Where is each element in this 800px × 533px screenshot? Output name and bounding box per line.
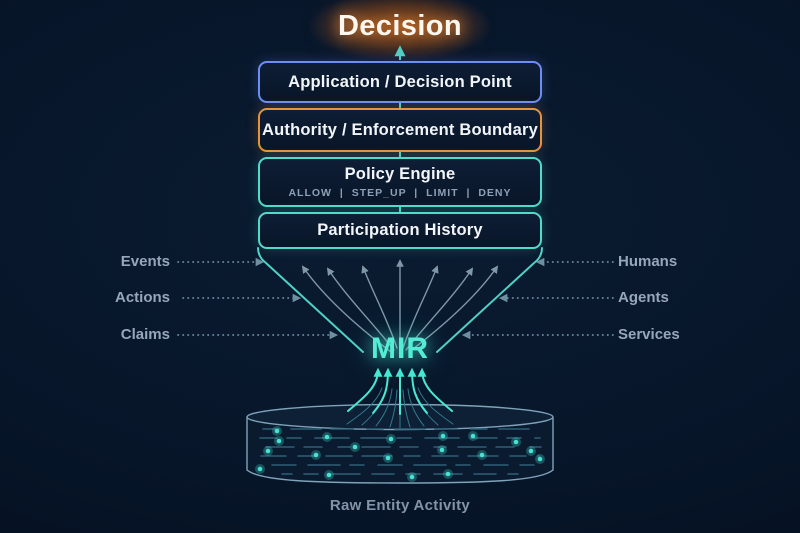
box-authority-enforcement-boundary: Authority / Enforcement Boundary xyxy=(258,108,542,152)
input-label-claims: Claims xyxy=(120,326,170,343)
box-policy-engine: Policy Engine ALLOW | STEP_UP | LIMIT | … xyxy=(258,157,542,207)
input-label-humans: Humans xyxy=(618,253,678,270)
decision-title: Decision xyxy=(337,10,463,42)
box-label: Policy Engine xyxy=(344,165,456,183)
cylinder-fan-lines xyxy=(346,387,454,429)
box-label: Application / Decision Point xyxy=(288,72,512,91)
mir-inflow-arrows xyxy=(347,367,453,415)
box-label: Participation History xyxy=(317,221,483,239)
policy-verbs: ALLOW | STEP_UP | LIMIT | DENY xyxy=(288,187,512,199)
box-application-decision-point: Application / Decision Point xyxy=(258,61,542,103)
input-label-services: Services xyxy=(618,326,680,343)
input-label-agents: Agents xyxy=(618,289,669,306)
input-label-actions: Actions xyxy=(114,289,170,306)
decision-glow-halo xyxy=(282,0,518,72)
right-input-arrows xyxy=(461,257,614,340)
left-input-arrows xyxy=(177,257,339,340)
input-label-events: Events xyxy=(120,253,170,270)
database-cylinder xyxy=(246,403,554,484)
activity-dots xyxy=(255,426,545,482)
box-label: Authority / Enforcement Boundary xyxy=(262,120,538,139)
box-participation-history: Participation History xyxy=(258,212,542,249)
mir-hub-label: MIR xyxy=(371,332,429,365)
activity-dash-rows xyxy=(258,428,542,475)
datastore-caption: Raw Entity Activity xyxy=(329,497,471,514)
